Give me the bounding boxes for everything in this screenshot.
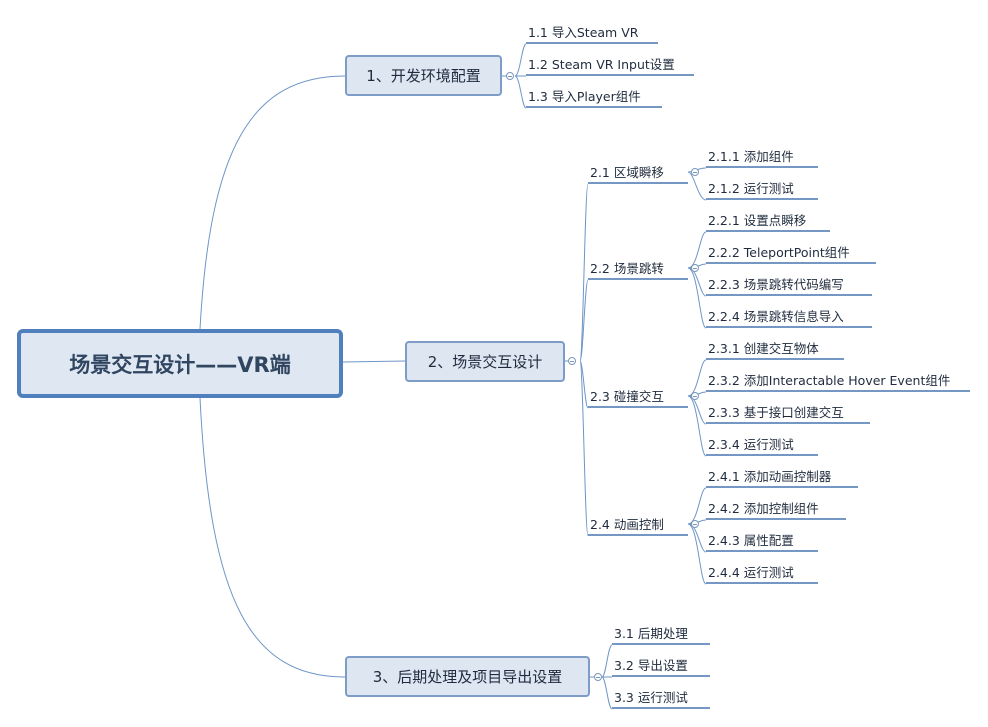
collapse-icon[interactable]: [594, 673, 602, 681]
leaf-2-2-3[interactable]: 2.2.3 场景跳转代码编写: [706, 274, 872, 296]
leaf-2-3-2[interactable]: 2.3.2 添加Interactable Hover Event组件: [706, 370, 970, 392]
leaf-2-4-3[interactable]: 2.4.3 属性配置: [706, 530, 818, 552]
branch-scene-interaction[interactable]: 2、场景交互设计: [405, 341, 565, 382]
leaf-2-2-4[interactable]: 2.2.4 场景跳转信息导入: [706, 306, 872, 328]
group-2-1[interactable]: 2.1 区域瞬移: [588, 162, 688, 184]
leaf-2-2-2[interactable]: 2.2.2 TeleportPoint组件: [706, 242, 876, 264]
leaf-2-3-3[interactable]: 2.3.3 基于接口创建交互: [706, 402, 870, 424]
leaf-2-2-1[interactable]: 2.2.1 设置点瞬移: [706, 210, 830, 232]
leaf-2-4-2[interactable]: 2.4.2 添加控制组件: [706, 498, 846, 520]
root-node[interactable]: 场景交互设计——VR端: [17, 329, 343, 398]
leaf-1-3[interactable]: 1.3 导入Player组件: [526, 86, 662, 108]
leaf-3-1[interactable]: 3.1 后期处理: [612, 623, 710, 645]
collapse-icon[interactable]: [691, 520, 699, 528]
connector-root-branch3: [199, 397, 346, 678]
leaf-2-4-4[interactable]: 2.4.4 运行测试: [706, 562, 818, 584]
group-2-4[interactable]: 2.4 动画控制: [588, 514, 688, 536]
leaf-2-1-2[interactable]: 2.1.2 运行测试: [706, 178, 818, 200]
leaf-2-1-1[interactable]: 2.1.1 添加组件: [706, 146, 818, 168]
connector-root-branch1: [199, 75, 346, 330]
leaf-2-4-1[interactable]: 2.4.1 添加动画控制器: [706, 466, 858, 488]
branch-post-processing[interactable]: 3、后期处理及项目导出设置: [345, 656, 590, 697]
collapse-icon[interactable]: [691, 168, 699, 176]
leaf-3-2[interactable]: 3.2 导出设置: [612, 655, 710, 677]
collapse-icon[interactable]: [691, 264, 699, 272]
leaf-2-3-1[interactable]: 2.3.1 创建交互物体: [706, 338, 844, 360]
group-2-3[interactable]: 2.3 碰撞交互: [588, 386, 688, 408]
branch-dev-env[interactable]: 1、开发环境配置: [345, 55, 502, 96]
collapse-icon[interactable]: [691, 392, 699, 400]
collapse-icon[interactable]: [506, 72, 514, 80]
connector-root-branch2: [342, 360, 406, 363]
leaf-3-3[interactable]: 3.3 运行测试: [612, 687, 710, 709]
collapse-icon[interactable]: [568, 357, 576, 365]
leaf-1-1[interactable]: 1.1 导入Steam VR: [526, 22, 658, 44]
leaf-1-2[interactable]: 1.2 Steam VR Input设置: [526, 54, 694, 76]
group-2-2[interactable]: 2.2 场景跳转: [588, 258, 688, 280]
leaf-2-3-4[interactable]: 2.3.4 运行测试: [706, 434, 818, 456]
